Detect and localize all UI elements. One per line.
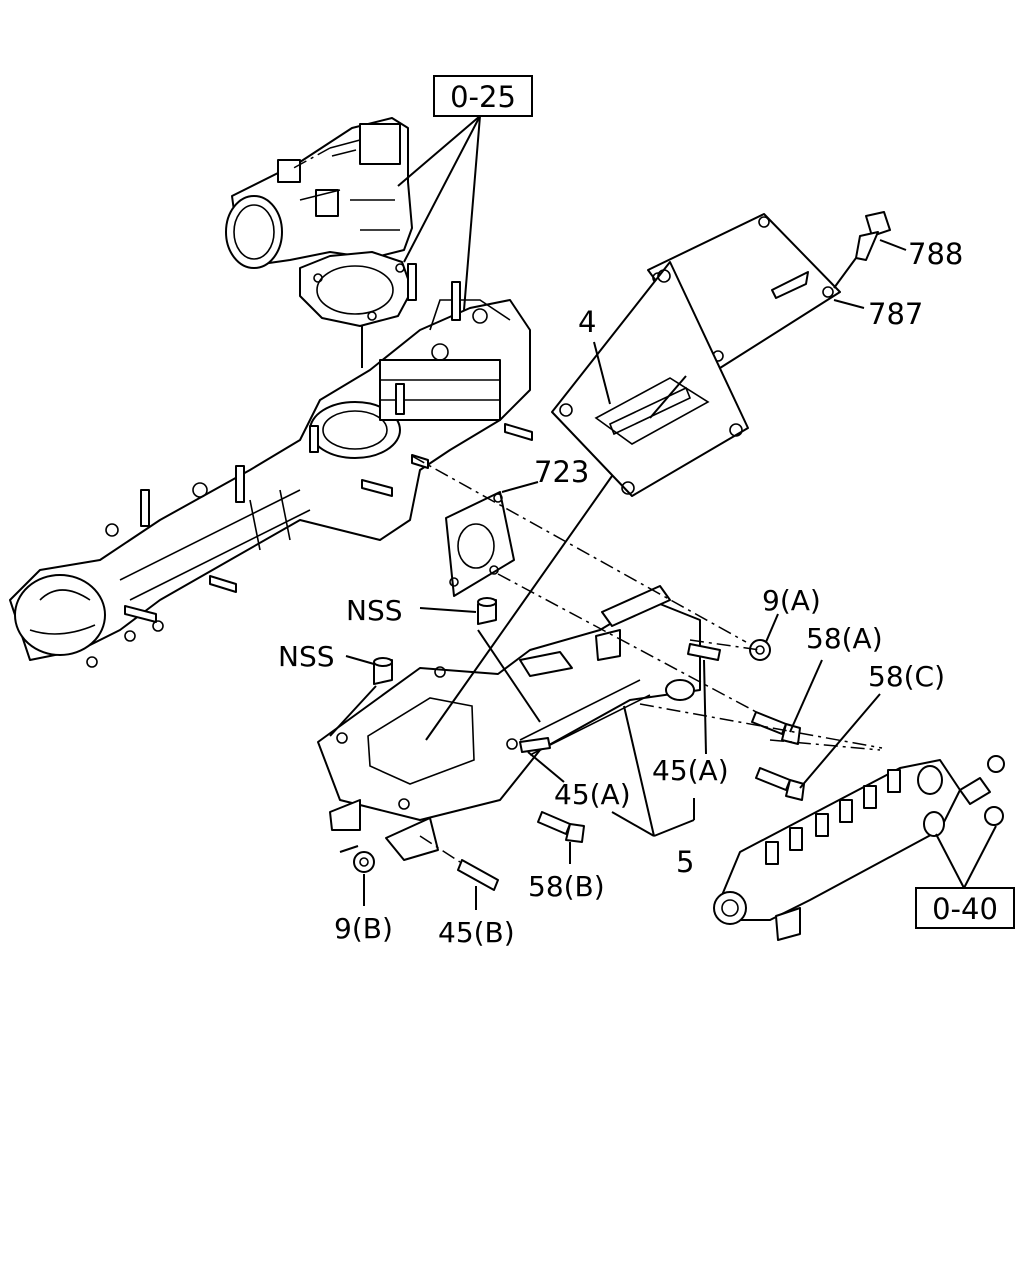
- intake-manifold: [9, 263, 533, 668]
- label-58a: 58(A): [806, 622, 883, 655]
- label-nss-1: NSS: [346, 594, 403, 627]
- bolt-58b: [537, 811, 585, 843]
- gasket-723: [445, 491, 515, 597]
- bolt-58c: [755, 767, 805, 801]
- ref-box-0-40: [915, 887, 1015, 929]
- label-9a: 9(A): [762, 584, 821, 617]
- label-5: 5: [676, 845, 694, 879]
- gasket-4: [551, 261, 749, 497]
- label-45a-right: 45(A): [652, 754, 729, 787]
- label-723: 723: [534, 455, 589, 489]
- label-58b: 58(B): [528, 870, 605, 903]
- ref-box-0-25: [433, 75, 533, 117]
- stud-45a-left: [519, 737, 551, 753]
- label-ref-0-40: 0-40: [932, 892, 998, 926]
- label-4: 4: [578, 305, 596, 339]
- label-58c: 58(C): [868, 660, 945, 693]
- alignment-lines: [289, 147, 883, 863]
- fuel-rail: [713, 755, 1005, 941]
- label-45b: 45(B): [438, 916, 515, 949]
- label-788: 788: [908, 237, 963, 271]
- lower-housing: [317, 585, 701, 861]
- dowel-nss-1: [477, 597, 497, 625]
- nut-9a: [749, 639, 771, 661]
- label-787: 787: [868, 297, 923, 331]
- stud-45a-right: [687, 643, 721, 661]
- label-45a-left: 45(A): [554, 778, 631, 811]
- label-nss-2: NSS: [278, 640, 335, 673]
- stud-45b: [457, 859, 499, 891]
- throttle-body: [225, 117, 413, 269]
- nut-9b: [353, 851, 375, 873]
- bolt-788: [855, 211, 891, 261]
- label-ref-0-25: 0-25: [450, 80, 516, 114]
- leader-lines: [329, 115, 997, 910]
- dowel-nss-2: [373, 657, 393, 685]
- throttle-gasket: [299, 251, 413, 327]
- label-9b: 9(B): [334, 912, 393, 945]
